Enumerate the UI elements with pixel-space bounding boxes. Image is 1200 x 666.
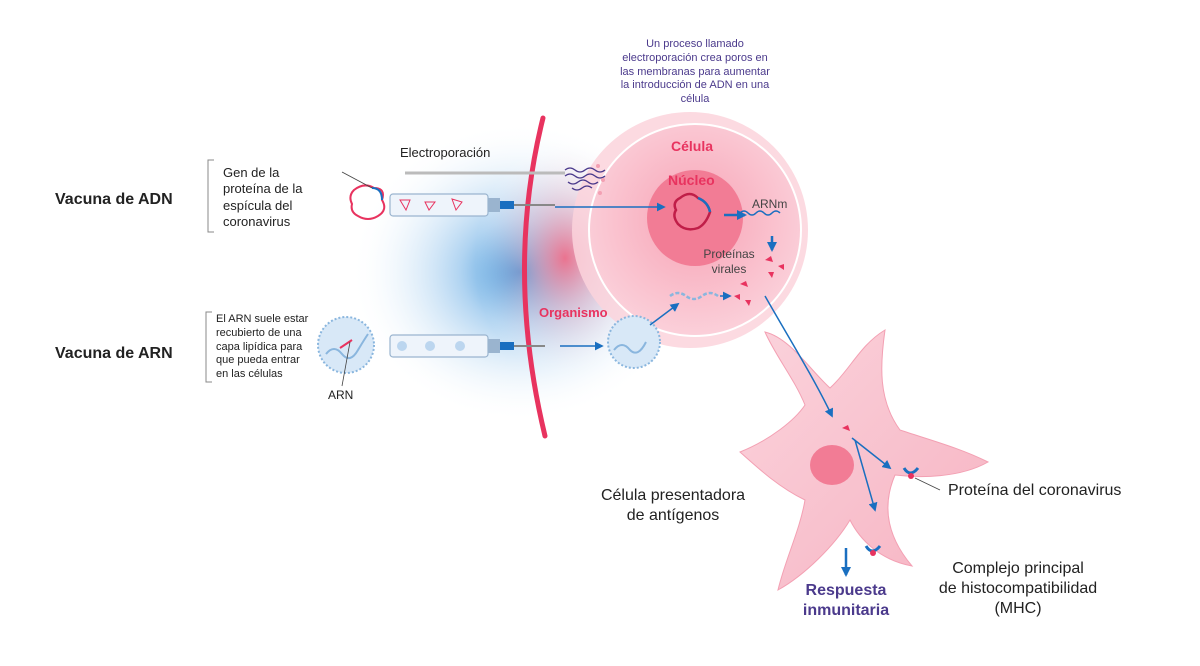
rna-desc-line: El ARN suele estar (216, 313, 309, 325)
note-line: la introducción de ADN en una (620, 79, 770, 92)
gene-pointer (341, 171, 373, 189)
arn-label: ARN (328, 388, 354, 402)
mhc-marker (864, 545, 882, 556)
rna-syringe (389, 334, 545, 358)
electroporation-label: Electroporación (400, 145, 491, 160)
rna-strand (325, 333, 369, 360)
dna-vaccine-title: Vacuna de ADN (55, 191, 173, 208)
coronavirus-protein-marker (902, 467, 941, 491)
arn-pointer (341, 341, 351, 387)
apc-viral-protein-icon (842, 425, 850, 431)
electroporation-waves (564, 167, 606, 191)
organism-rna-strand (613, 341, 647, 354)
rna-desc-line: capa lipídica para (216, 340, 303, 353)
note-line: electroporación crea poros en (622, 51, 768, 64)
antigen-presenting-cell (739, 329, 990, 591)
viral-proteins-line: Proteínas (703, 247, 755, 261)
rna-desc-line: que pueda entrar (216, 354, 300, 367)
immune-response-line: inmunitaria (802, 602, 890, 619)
dna-vaccine-description: Gen de la proteína de la espícula del co… (223, 165, 343, 230)
mrna-strand (739, 210, 781, 216)
organism-lipid-particle (607, 315, 661, 369)
dna-in-nucleus-blue (697, 196, 712, 213)
spike-gene-blue (371, 187, 383, 201)
rna-strand-pink (339, 339, 353, 349)
immune-response-label: Respuesta inmunitaria (788, 581, 904, 621)
mhc-label: Complejo principal de histocompatibilida… (908, 559, 1128, 619)
apc-label-line: de antígenos (626, 507, 720, 524)
apc-label-line: Célula presentadora (600, 487, 746, 504)
dna-desc-line: Gen de la (223, 165, 280, 180)
rna-bracket (205, 311, 212, 383)
dna-syringe (389, 193, 555, 217)
particle-to-cell-arrow (649, 302, 680, 326)
rna-desc-line: recubierto de una (216, 326, 302, 339)
apc-to-protein-arrow (851, 437, 892, 470)
apc-to-mhc-arrow (854, 439, 878, 512)
cell-rna-strand (669, 291, 719, 301)
proteins-to-apc-arrow (764, 295, 833, 418)
mhc-label-line: Complejo principal (952, 560, 1084, 577)
dna-desc-line: coronavirus (223, 213, 291, 229)
apc-nucleus (810, 445, 854, 485)
rna-vaccine-title: Vacuna de ARN (55, 345, 173, 362)
rna-vaccine-description: El ARN suele estar recubierto de una cap… (216, 313, 336, 382)
organism-membrane (522, 115, 548, 439)
mhc-label-line: (MHC) (994, 600, 1042, 617)
rna-desc-line: en las células (216, 368, 283, 380)
nucleus-label: Núcleo (668, 172, 715, 188)
viral-proteins-line: virales (711, 262, 747, 276)
organism-label: Organismo (539, 305, 608, 320)
note-line: Un proceso llamado (646, 38, 744, 50)
note-line: las membranas para aumentar (620, 65, 770, 78)
electroporation-note: Un proceso llamado electroporación crea … (600, 38, 790, 107)
cell-label: Célula (671, 138, 714, 154)
note-line: célula (680, 93, 710, 105)
electroporation-dots (596, 164, 605, 195)
dna-bracket (207, 159, 214, 233)
immune-response-line: Respuesta (805, 582, 887, 599)
apc-label: Célula presentadora de antígenos (588, 486, 758, 526)
mhc-label-line: de histocompatibilidad (938, 580, 1098, 597)
dna-desc-line: espícula del (223, 197, 293, 213)
coronavirus-protein-label: Proteína del coronavirus (948, 482, 1122, 499)
nucleus (647, 170, 743, 266)
dna-desc-line: proteína de la (223, 181, 303, 197)
viral-proteins-label: Proteínas virales (697, 247, 761, 277)
mrna-label: ARNm (752, 197, 788, 211)
viral-proteins-icon (734, 256, 784, 306)
